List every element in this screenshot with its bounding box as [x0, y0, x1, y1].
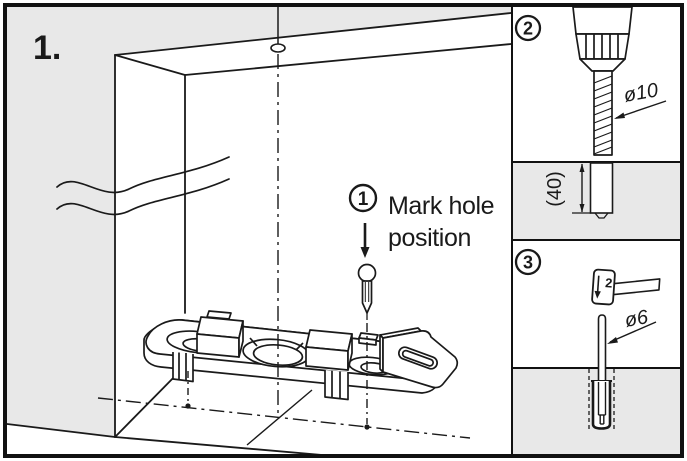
sheet-frame: 1 Mark hole position 1. — [3, 3, 684, 458]
panel-divider-vertical — [511, 7, 513, 454]
drill-diameter-callout: ø10 — [614, 79, 667, 119]
marking-pin-icon — [357, 263, 377, 320]
callout-text-line1: Mark hole — [388, 192, 494, 220]
mounting-template-bracket — [143, 310, 459, 401]
step-label: 1. — [33, 29, 61, 67]
circled-number-2 — [514, 14, 542, 42]
drilled-hole: (40) — [544, 162, 614, 219]
drill-icon — [572, 7, 633, 156]
callout-number: 1 — [358, 189, 369, 210]
wall-hole — [270, 7, 286, 53]
dowel-pin-icon — [597, 314, 607, 381]
panel2-number: 2 — [523, 19, 533, 39]
circled-number-1 — [348, 183, 378, 213]
dowel-diameter-label: ø6 — [623, 306, 651, 332]
hammer-step-label: 2 — [605, 275, 613, 290]
dowel-diameter-callout: ø6 — [607, 306, 657, 344]
side-panels: (40) ø10 2 3 — [513, 7, 680, 454]
down-arrow-icon — [360, 223, 370, 258]
panel3-number: 3 — [523, 253, 533, 273]
wall-plug-icon — [588, 369, 615, 431]
wall-break-lines — [56, 156, 230, 216]
floor-centerlines — [97, 54, 471, 446]
drill-diameter-label: ø10 — [622, 79, 660, 107]
callout-text-line2: position — [388, 224, 471, 252]
circled-number-3 — [514, 248, 542, 276]
depth-dimension: (40) — [544, 163, 591, 214]
hammer-icon: 2 — [591, 268, 661, 306]
step1-panel: 1 Mark hole position 1. — [7, 7, 511, 454]
panel-dividers-horizontal — [513, 161, 680, 369]
strike-arrow-icon — [594, 275, 601, 299]
callout-mark-hole: 1 Mark hole position — [348, 183, 495, 258]
depth-label: (40) — [544, 171, 566, 207]
